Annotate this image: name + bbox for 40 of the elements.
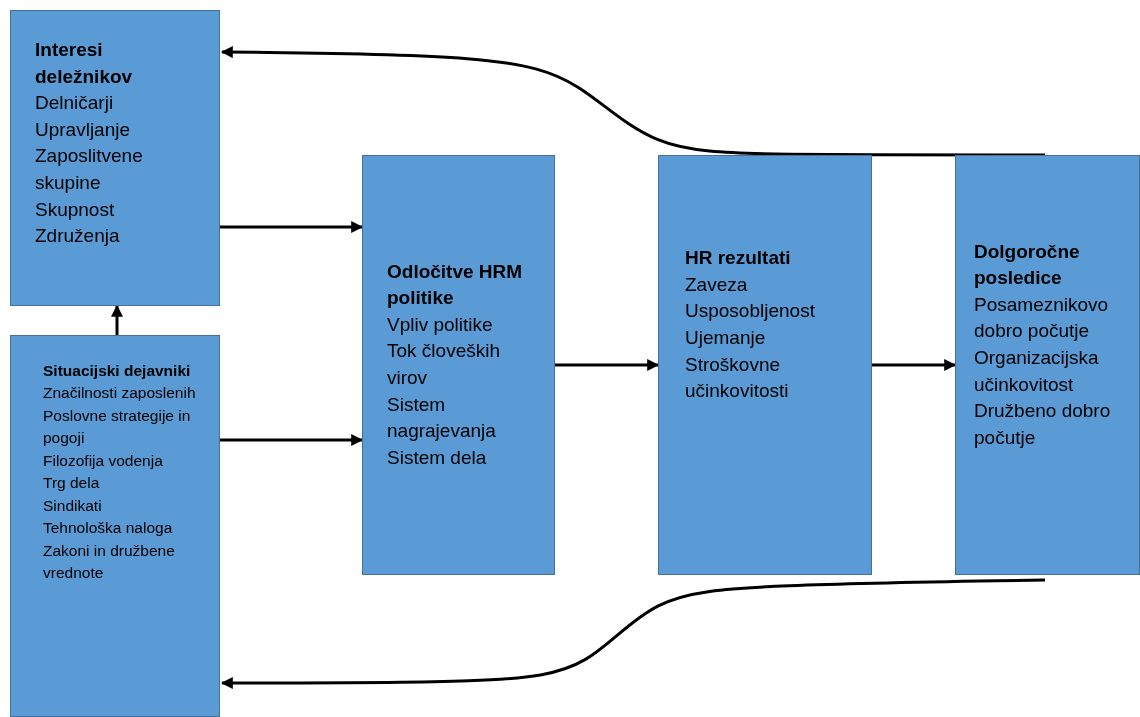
list-item: Stroškovne učinkovitosti: [685, 352, 790, 404]
list-item: Trg dela: [43, 473, 101, 494]
list-item: Tehnološka naloga: [43, 518, 174, 539]
process-box: [10, 10, 220, 306]
list-item: Sindikati: [43, 495, 103, 516]
box-heading: Situacijski dejavniki: [43, 361, 192, 381]
list-item: Sistem dela: [387, 445, 488, 470]
list-item: Ujemanje: [685, 326, 767, 350]
list-item: Posameznikovo dobro počutje: [974, 292, 1110, 344]
arrow: [872, 359, 957, 371]
arrow: [555, 359, 660, 371]
list-item: Zakoni in družbene vrednote: [43, 540, 176, 584]
list-item: Družbeno dobro počutje: [974, 399, 1112, 450]
list-item: Upravljanje: [35, 117, 132, 142]
box-heading: Dolgoročne posledice: [974, 239, 1081, 291]
list-item: Usposobljenost: [685, 299, 816, 324]
list-item: Filozofija vodenja: [43, 450, 164, 471]
list-item: Vpliv politike: [387, 312, 494, 337]
box-heading: HR rezultati: [685, 246, 792, 271]
arrow: [111, 304, 123, 335]
list-item: Sistem nagrajevanja: [387, 392, 497, 444]
arrow: [220, 578, 1046, 689]
list-item: Organizacijska učinkovitost: [974, 346, 1100, 397]
list-item: Zaveza: [685, 272, 749, 297]
list-item: Poslovne strategije in pogoji: [43, 405, 192, 449]
arrow: [220, 221, 364, 233]
list-item: Tok človeških virov: [387, 339, 501, 390]
arrow: [220, 46, 1045, 157]
process-box: [658, 155, 872, 575]
list-item: Zaposlitvene skupine: [35, 144, 144, 195]
process-box: [10, 335, 220, 717]
list-item: Združenja: [35, 224, 121, 249]
list-item: Značilnosti zaposlenih: [43, 383, 197, 404]
process-box: [362, 155, 555, 575]
list-item: Delničarji: [35, 91, 115, 116]
arrow: [220, 434, 364, 446]
list-item: Skupnost: [35, 197, 116, 222]
box-heading: Interesi deležnikov: [35, 38, 134, 89]
process-box: [955, 155, 1140, 575]
box-heading: Odločitve HRM politike: [387, 259, 524, 311]
